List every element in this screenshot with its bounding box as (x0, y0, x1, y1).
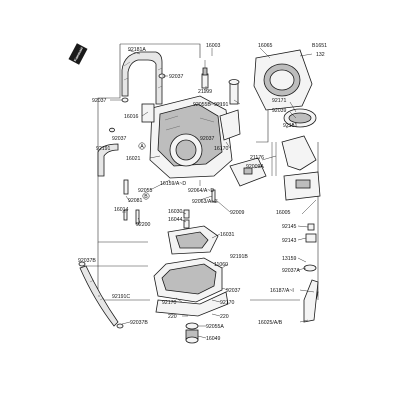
throttle-needle-assembly (201, 60, 240, 107)
label-92191-b: 92191 (96, 146, 111, 152)
vent-hose-upper (121, 51, 163, 105)
label-92037-b: 92037 (92, 98, 107, 104)
label-16003: 16003 (206, 43, 221, 49)
label-16049: 16049 (206, 336, 221, 342)
label-92151: 92151 (283, 123, 298, 129)
label-16021: 16021 (126, 156, 141, 162)
ref-marker-a: A (140, 144, 144, 150)
label-13159: 13159 (282, 256, 297, 262)
label-92009: 92009 (230, 210, 245, 216)
label-16031: 16031 (220, 232, 235, 238)
label-92055: 92055 (138, 188, 153, 194)
vent-hose-left (97, 143, 119, 177)
label-21199: 21199 (198, 89, 212, 95)
label-16030: 16030 (168, 209, 183, 215)
label-92037-a: 92037 (169, 74, 184, 80)
ref-marker-b: B (144, 194, 148, 200)
label-92191-a: 92191 (214, 102, 229, 108)
label-92037-e: 92037 (226, 288, 241, 294)
jets-and-screws (123, 179, 216, 229)
label-92037A: 92037A (282, 268, 300, 274)
label-220-a: 220 (168, 314, 177, 320)
label-92170-b: 92170 (220, 300, 235, 306)
label-16065: 16065 (258, 43, 273, 49)
part-number-labels: 92181A 92037 92037 16003 16065 B1651 132… (78, 43, 327, 342)
label-92081: 92081 (128, 198, 143, 204)
reference-markers: A B (138, 142, 150, 200)
brand-logo: Kawasaki (68, 43, 88, 65)
label-21176: 21176 (250, 155, 264, 161)
label-92009A: 92009A (246, 164, 264, 170)
label-16159: 16159/A~D (160, 181, 186, 187)
label-92037-d: 92037 (200, 136, 215, 142)
assembly-frame (97, 43, 319, 301)
label-132: 132 (316, 52, 325, 58)
carburetor-body (141, 95, 241, 179)
label-92055B: 92055B (193, 102, 211, 108)
label-92037B-a: 92037B (78, 258, 96, 264)
label-16025: 16025/A/B (258, 320, 283, 326)
label-92145: 92145 (282, 224, 297, 230)
label-92191B: 92191B (230, 254, 248, 260)
label-220-b: 220 (220, 314, 229, 320)
label-16016: 16016 (124, 114, 139, 120)
label-92171: 92171 (272, 98, 287, 104)
label-92200: 92200 (136, 222, 151, 228)
drain-plug (185, 322, 199, 344)
label-92143: 92143 (282, 238, 297, 244)
label-92039: 92039 (272, 108, 287, 114)
label-16044: 16044 (168, 217, 183, 223)
label-16170: 16170 (214, 146, 229, 152)
label-92055A: 92055A (206, 324, 224, 330)
brand-logo-text: Kawasaki (73, 46, 84, 62)
label-16005: 16005 (276, 210, 291, 216)
label-92037B-b: 92037B (130, 320, 148, 326)
label-16187: 16187/A~I (270, 288, 294, 294)
intake-adapter (253, 49, 317, 128)
float-bowl (153, 257, 229, 317)
throttle-lever-assembly (271, 135, 321, 201)
right-small-parts (303, 223, 319, 323)
label-92191C: 92191C (112, 294, 130, 300)
label-92170-a: 92170 (162, 300, 177, 306)
throttle-pulley (229, 157, 267, 187)
label-92064: 92064/A~D (188, 188, 214, 194)
label-92063: 92063/A~E (192, 199, 218, 205)
pump-cover (167, 225, 219, 255)
callout-lines (84, 47, 317, 339)
label-11060: 11060 (214, 262, 228, 268)
label-b1651: B1651 (312, 43, 327, 49)
label-92037-c: 92037 (112, 136, 127, 142)
label-16014: 16014 (114, 207, 129, 213)
label-92181A: 92181A (128, 47, 146, 53)
